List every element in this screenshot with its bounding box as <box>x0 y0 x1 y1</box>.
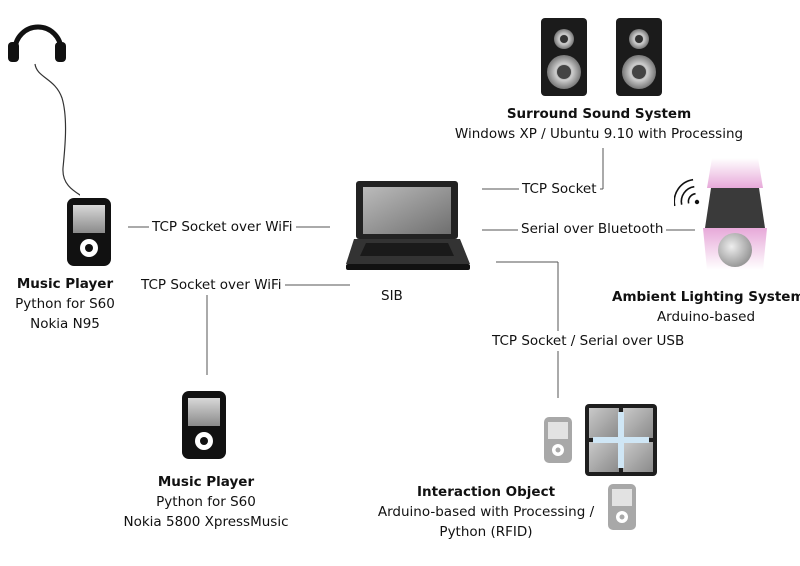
node-title: Music Player <box>157 474 255 490</box>
node-detail: Nokia N95 <box>30 316 100 332</box>
node-detail: Nokia 5800 XpressMusic <box>123 514 289 530</box>
tile-grid-icon <box>585 404 657 476</box>
link-label-player1: TCP Socket over WiFi <box>149 217 296 237</box>
music-player-icon <box>544 417 572 463</box>
node-music-player-1: Music Player Python for S60 Nokia N95 <box>0 274 130 334</box>
node-detail: Arduino-based with Processing / <box>377 504 595 520</box>
node-title: Interaction Object <box>416 484 556 500</box>
node-detail: Python for S60 <box>156 494 256 510</box>
hub-label: SIB <box>381 288 403 304</box>
node-detail: Python (RFID) <box>439 524 533 540</box>
music-player-icon <box>67 198 111 266</box>
laptop-icon <box>346 181 470 270</box>
speaker-icon <box>541 18 587 96</box>
headphones-icon <box>8 24 80 196</box>
node-title: Ambient Lighting System <box>612 289 800 305</box>
node-ambient-lighting: Ambient Lighting System Arduino-based <box>612 287 800 327</box>
link-label-sound: TCP Socket <box>519 179 600 199</box>
music-player-icon <box>182 391 226 459</box>
speaker-icon <box>616 18 662 96</box>
node-surround-sound: Surround Sound System Windows XP / Ubunt… <box>444 104 754 144</box>
link-label-lighting: Serial over Bluetooth <box>518 219 667 239</box>
node-title: Surround Sound System <box>506 106 692 122</box>
music-player-icon <box>608 484 636 530</box>
wireless-signal-icon <box>674 178 700 207</box>
node-title: Music Player <box>16 276 114 292</box>
link-label-interaction: TCP Socket / Serial over USB <box>489 331 688 351</box>
link-label-player2: TCP Socket over WiFi <box>138 275 285 295</box>
node-detail: Python for S60 <box>15 296 115 312</box>
lamp-icon <box>703 158 767 270</box>
node-detail: Arduino-based <box>656 309 756 325</box>
node-detail: Windows XP / Ubuntu 9.10 with Processing <box>454 126 744 142</box>
node-interaction-object: Interaction Object Arduino-based with Pr… <box>370 482 602 542</box>
node-music-player-2: Music Player Python for S60 Nokia 5800 X… <box>106 472 306 532</box>
